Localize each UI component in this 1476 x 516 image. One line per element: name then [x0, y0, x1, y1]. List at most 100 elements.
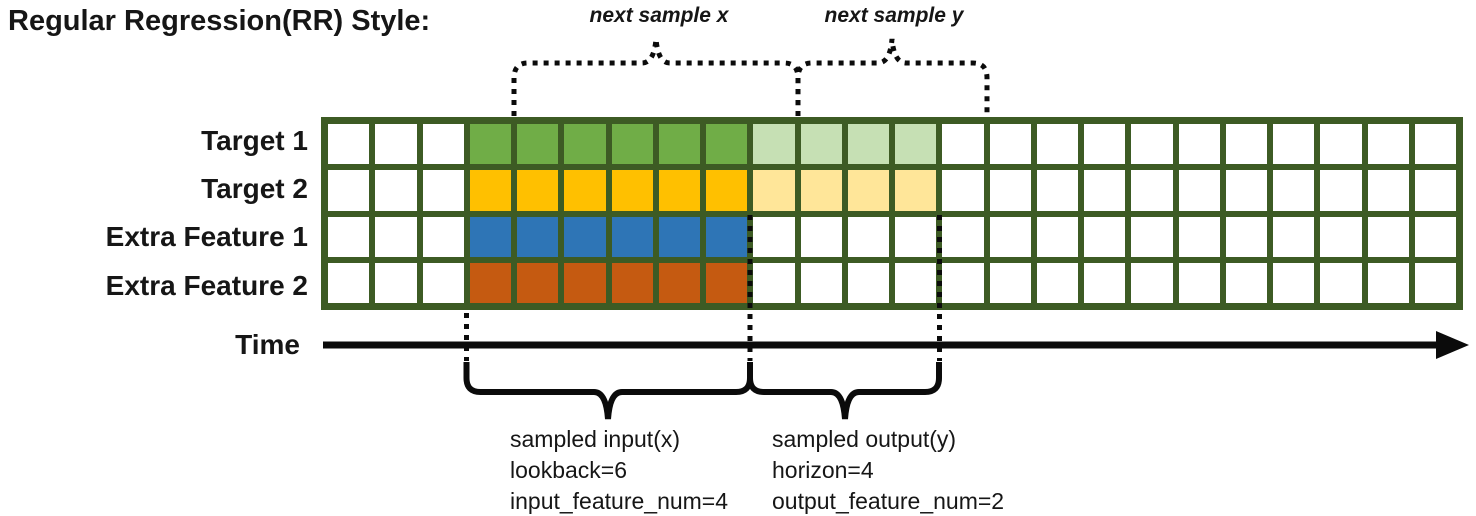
grid-cell: [1414, 124, 1456, 165]
grid-cell: [753, 124, 795, 165]
grid-cell: [895, 216, 937, 257]
grid-cell: [1273, 170, 1315, 211]
grid-cell: [1414, 216, 1456, 257]
grid-cell: [328, 124, 370, 165]
grid-cell: [375, 124, 417, 165]
grid-cell: [895, 262, 937, 303]
next-sample-x-brace: [511, 38, 801, 116]
grid-cell: [847, 216, 889, 257]
grid-cell: [1414, 170, 1456, 211]
grid-cell: [375, 262, 417, 303]
diagram-title: Regular Regression(RR) Style:: [8, 5, 431, 37]
grid-cell: [989, 262, 1031, 303]
grid-cell: [989, 170, 1031, 211]
grid-cell: [469, 262, 511, 303]
grid-cell: [611, 262, 653, 303]
grid-cell: [1320, 262, 1362, 303]
output-feature-num-value: output_feature_num=2: [772, 488, 1005, 514]
grid-cell: [895, 170, 937, 211]
grid-cell: [800, 124, 842, 165]
grid-cell: [1036, 170, 1078, 211]
grid-cell: [895, 124, 937, 165]
lookback-value: lookback=6: [510, 457, 627, 483]
grid-cell: [1131, 262, 1173, 303]
grid-cell: [1178, 124, 1220, 165]
grid-cell: [469, 124, 511, 165]
grid-cell: [1084, 262, 1126, 303]
grid-cell: [1084, 170, 1126, 211]
grid-cell: [1320, 124, 1362, 165]
row-label-extra-feature-2: Extra Feature 2: [105, 270, 308, 301]
grid-cell: [1084, 216, 1126, 257]
row-label-target-1: Target 1: [201, 125, 308, 156]
grid-cell: [375, 216, 417, 257]
sampled-output-note: sampled output(y) horizon=4 output_featu…: [772, 424, 1004, 516]
grid-cell: [1178, 216, 1220, 257]
grid-cell: [753, 262, 795, 303]
grid-cell: [800, 216, 842, 257]
grid-cell: [989, 124, 1031, 165]
grid-cell: [800, 170, 842, 211]
grid-cell: [328, 262, 370, 303]
sampling-grid: [321, 117, 1463, 310]
grid-cell: [942, 124, 984, 165]
grid-cell: [564, 262, 606, 303]
grid-cell: [1036, 216, 1078, 257]
grid-cell: [611, 124, 653, 165]
grid-cell: [1131, 124, 1173, 165]
grid-cell: [658, 170, 700, 211]
grid-cell: [1367, 216, 1409, 257]
grid-cell: [517, 170, 559, 211]
grid-cell: [469, 170, 511, 211]
grid-cell: [658, 124, 700, 165]
grid-cell: [942, 216, 984, 257]
grid-cell: [469, 216, 511, 257]
grid-cell: [564, 170, 606, 211]
grid-cell: [1084, 124, 1126, 165]
grid-cell: [753, 170, 795, 211]
grid-cell: [422, 216, 464, 257]
grid-cell: [706, 124, 748, 165]
grid-cell: [1273, 216, 1315, 257]
grid-cell: [1225, 124, 1267, 165]
grid-cell: [328, 170, 370, 211]
grid-cell: [942, 170, 984, 211]
sampled-input-note: sampled input(x) lookback=6 input_featur…: [510, 424, 728, 516]
sampled-input-brace: [463, 362, 753, 420]
row-label-extra-feature-1: Extra Feature 1: [105, 221, 308, 252]
grid-cell: [1225, 216, 1267, 257]
grid-cell: [517, 262, 559, 303]
grid-cell: [1036, 262, 1078, 303]
sampled-output-title: sampled output(y): [772, 426, 957, 452]
grid-cell: [1225, 170, 1267, 211]
input-feature-num-value: input_feature_num=4: [510, 488, 729, 514]
grid-cell: [1367, 170, 1409, 211]
grid-cell: [1178, 262, 1220, 303]
grid-cell: [847, 262, 889, 303]
next-sample-x-label: next sample x: [589, 4, 729, 27]
grid-cell: [422, 124, 464, 165]
grid-cell: [942, 262, 984, 303]
grid-cell: [706, 216, 748, 257]
horizon-value: horizon=4: [772, 457, 874, 483]
grid-cell: [1367, 124, 1409, 165]
grid-cell: [753, 216, 795, 257]
grid-cell: [1367, 262, 1409, 303]
grid-cell: [517, 216, 559, 257]
grid-cell: [800, 262, 842, 303]
grid-cell: [611, 216, 653, 257]
grid-cell: [706, 262, 748, 303]
grid-cell: [611, 170, 653, 211]
grid-cell: [422, 170, 464, 211]
grid-cell: [1225, 262, 1267, 303]
grid-cell: [1131, 170, 1173, 211]
grid-cell: [989, 216, 1031, 257]
grid-cell: [328, 216, 370, 257]
next-sample-y-label: next sample y: [824, 4, 964, 27]
grid-cell: [658, 262, 700, 303]
grid-cell: [375, 170, 417, 211]
sampled-input-title: sampled input(x): [510, 426, 681, 452]
next-sample-y-brace: [795, 38, 990, 116]
time-axis-label: Time: [235, 329, 300, 360]
